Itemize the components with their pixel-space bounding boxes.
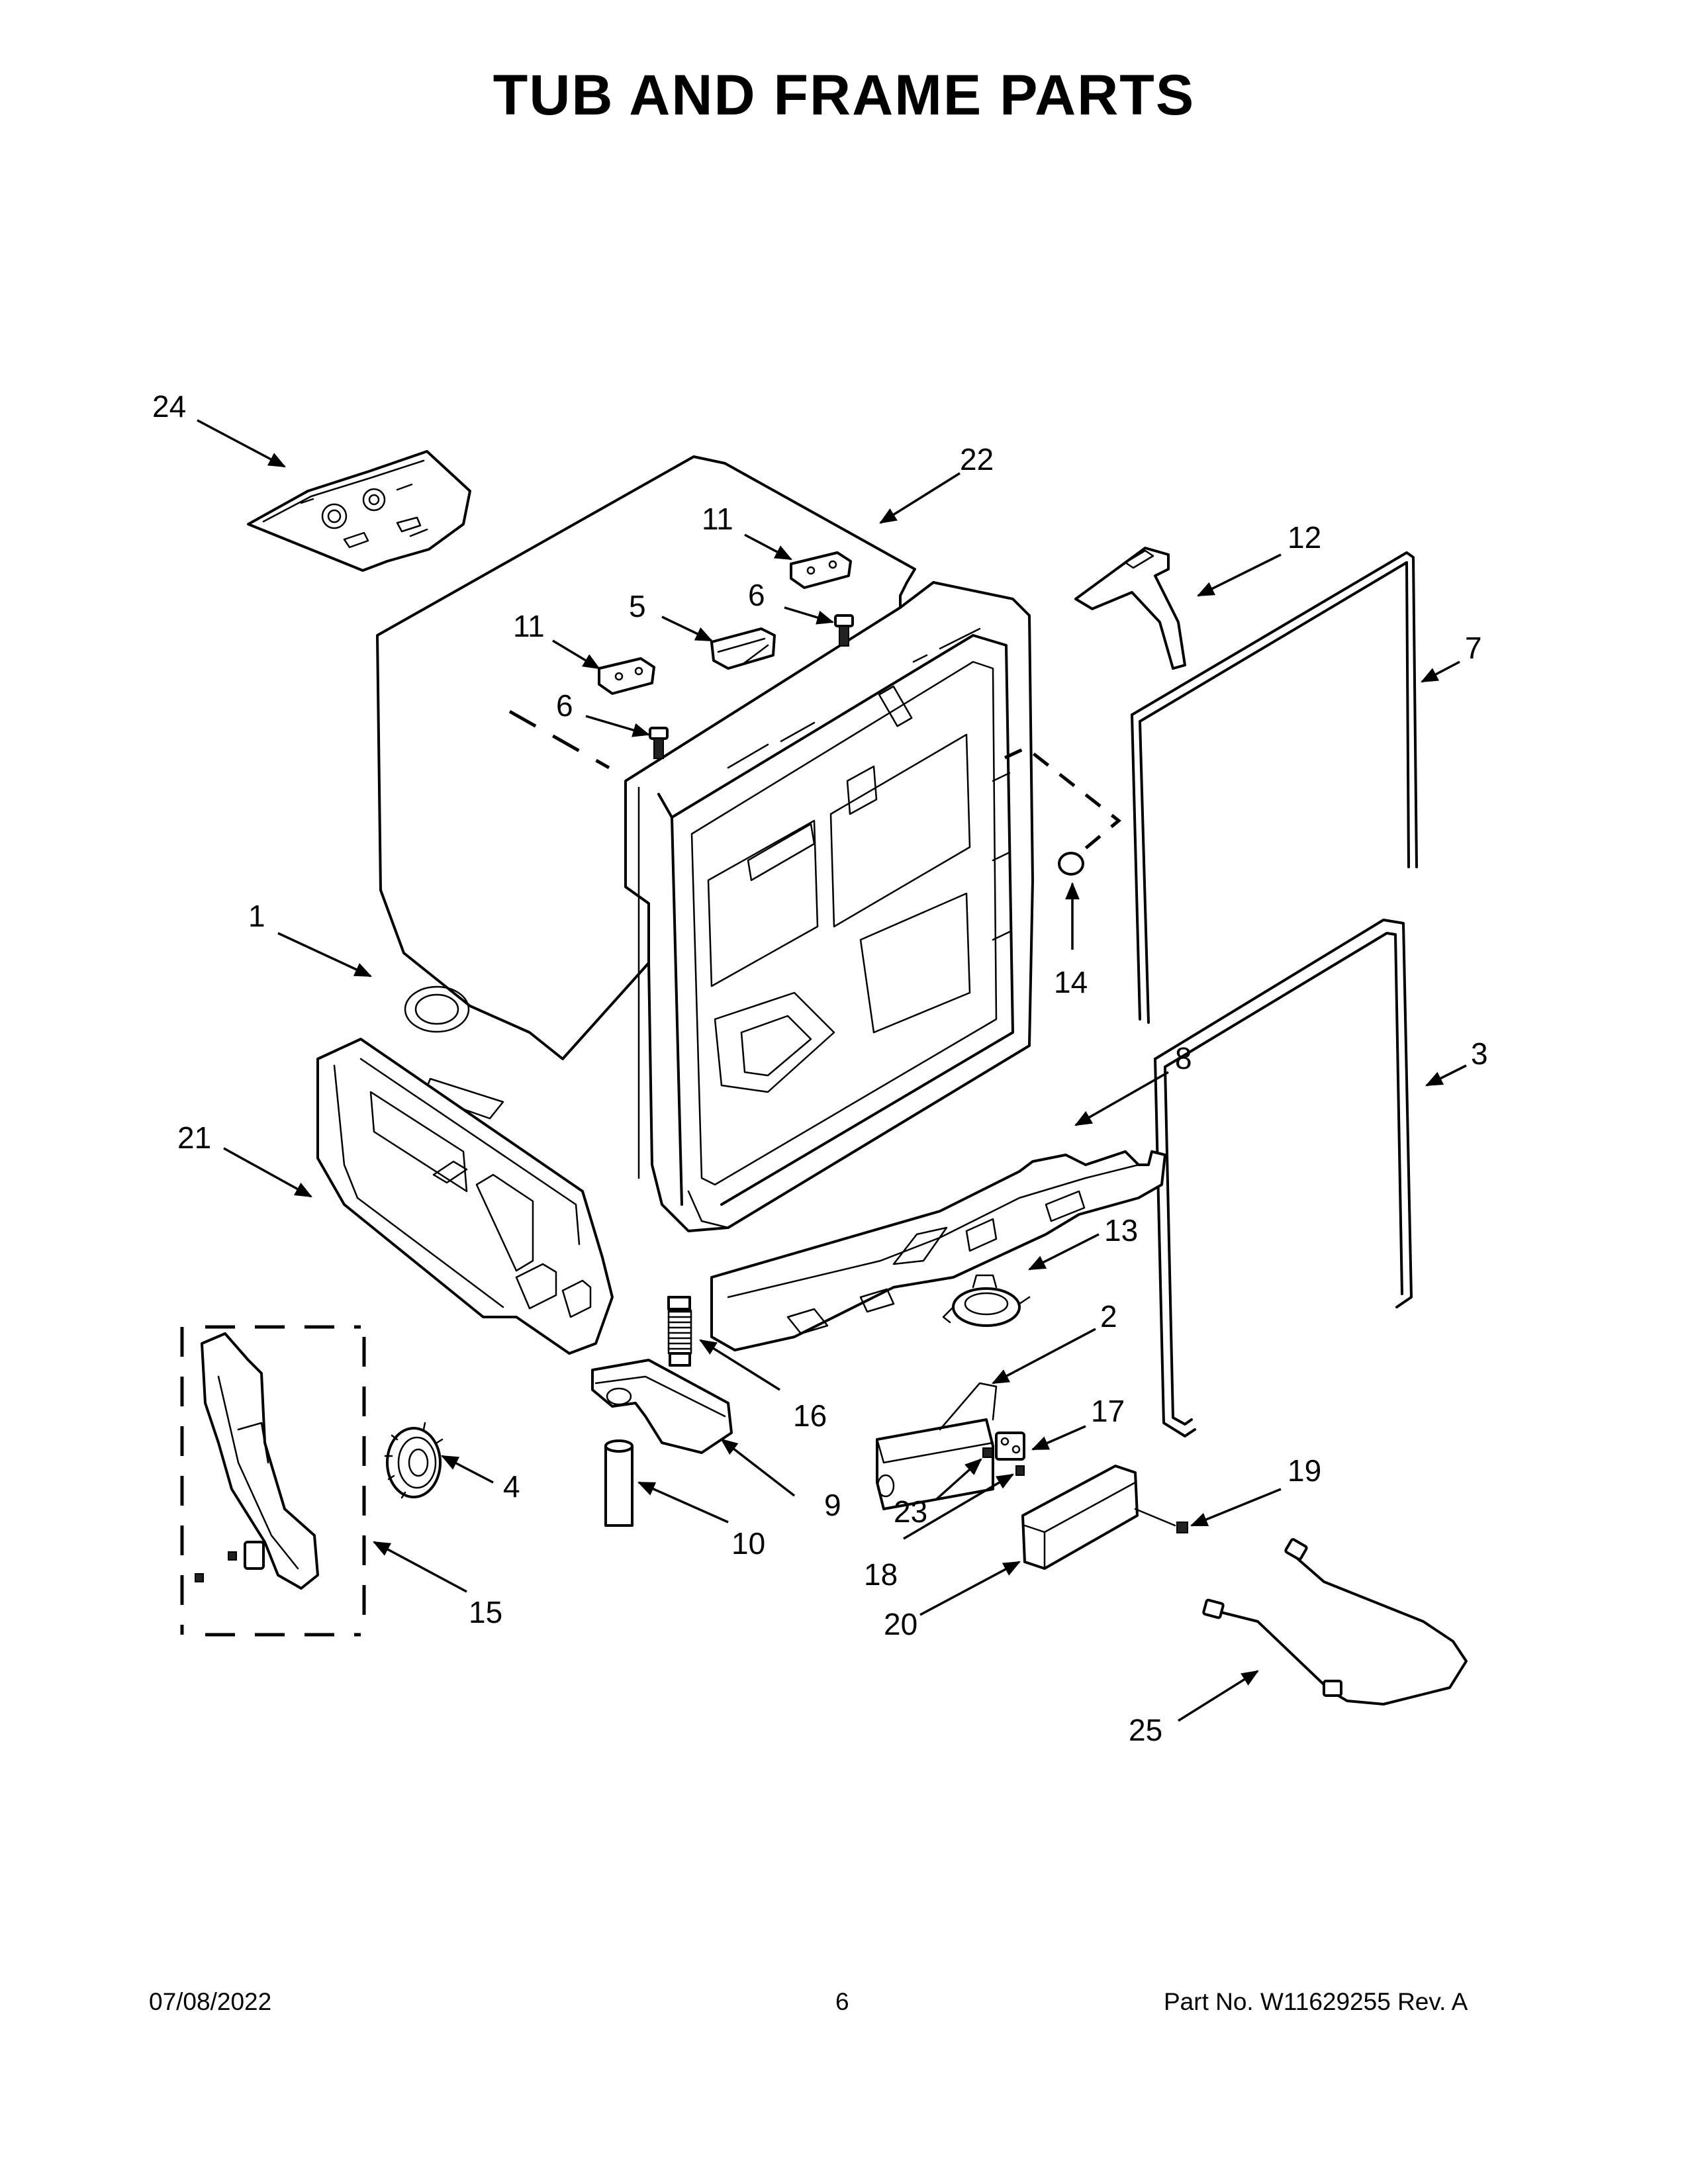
callout-15: 15 bbox=[469, 1595, 502, 1629]
part-4-wheel bbox=[384, 1422, 444, 1499]
callout-25: 25 bbox=[1129, 1713, 1162, 1747]
callout-8: 8 bbox=[1175, 1041, 1192, 1075]
leader-10 bbox=[637, 1481, 729, 1524]
leader-8 bbox=[1074, 1071, 1169, 1126]
leader-23 bbox=[935, 1458, 982, 1500]
leader-20 bbox=[919, 1561, 1021, 1616]
leader-25 bbox=[1178, 1670, 1259, 1722]
part-6-screw-upper bbox=[834, 614, 854, 647]
leader-4 bbox=[441, 1455, 494, 1484]
leader-2 bbox=[992, 1328, 1096, 1385]
leader-12 bbox=[1197, 553, 1282, 597]
part-7-door-gasket bbox=[1131, 551, 1418, 1024]
part-11-bracket-lower bbox=[598, 657, 655, 695]
part-16-leveling-leg bbox=[667, 1296, 692, 1367]
part-10-hose bbox=[604, 1439, 633, 1527]
leader-3 bbox=[1425, 1064, 1467, 1087]
callout-numbers: 1 2 3 4 5 6 6 7 8 9 10 11 11 12 13 14 15… bbox=[152, 389, 1488, 1747]
callout-10: 10 bbox=[731, 1526, 765, 1561]
leader-17 bbox=[1031, 1425, 1086, 1451]
part-5-hinge-bracket bbox=[710, 627, 776, 670]
callout-3: 3 bbox=[1471, 1036, 1488, 1071]
leader-11-lower bbox=[552, 639, 600, 670]
page-title: TUB AND FRAME PARTS bbox=[492, 64, 1196, 127]
callout-11a: 11 bbox=[702, 502, 733, 536]
part-8-base-frame bbox=[710, 1150, 1166, 1351]
callout-2: 2 bbox=[1100, 1299, 1117, 1334]
leader-7 bbox=[1421, 660, 1460, 683]
footer-date: 07/08/2022 bbox=[149, 1988, 272, 2015]
leader-9 bbox=[720, 1438, 796, 1497]
leader-11-upper bbox=[744, 533, 792, 561]
callout-19: 19 bbox=[1288, 1453, 1321, 1488]
callout-18: 18 bbox=[864, 1557, 898, 1592]
part-19-screw bbox=[1134, 1508, 1188, 1533]
part-22-tub bbox=[624, 581, 1034, 1232]
callout-12: 12 bbox=[1288, 520, 1321, 555]
leader-15 bbox=[373, 1541, 467, 1593]
part-24-hardware-bag bbox=[247, 450, 471, 572]
callout-7: 7 bbox=[1465, 631, 1482, 665]
leader-5 bbox=[661, 615, 713, 642]
callout-17: 17 bbox=[1091, 1394, 1125, 1428]
leader-6-upper bbox=[784, 606, 835, 625]
part-21-front-frame bbox=[316, 1038, 614, 1355]
leader-21 bbox=[223, 1147, 312, 1198]
leader-18 bbox=[903, 1473, 1014, 1540]
callout-1: 1 bbox=[248, 899, 265, 933]
leader-6-lower bbox=[585, 715, 651, 737]
leader-24 bbox=[197, 419, 286, 468]
callout-21: 21 bbox=[177, 1120, 211, 1155]
callout-5: 5 bbox=[629, 589, 646, 623]
leader-22 bbox=[879, 472, 961, 524]
callout-24: 24 bbox=[152, 389, 186, 424]
callout-13: 13 bbox=[1104, 1213, 1138, 1248]
part-14-plug bbox=[1004, 746, 1121, 876]
leader-13 bbox=[1028, 1233, 1100, 1271]
part-17-switch bbox=[995, 1432, 1025, 1461]
footer-page-number: 6 bbox=[835, 1988, 849, 2015]
callout-23: 23 bbox=[894, 1494, 927, 1529]
part-3-lower-gasket bbox=[1154, 919, 1413, 1437]
leader-16 bbox=[699, 1339, 780, 1391]
callout-14: 14 bbox=[1054, 965, 1088, 999]
callout-16: 16 bbox=[793, 1398, 827, 1433]
part-2-bracket-housing bbox=[876, 1382, 998, 1510]
callout-4: 4 bbox=[503, 1469, 520, 1504]
footer-part-number: Part No. W11629255 Rev. A bbox=[1164, 1988, 1468, 2015]
part-13-mounting-ring bbox=[942, 1274, 1031, 1327]
part-25-wire-harness bbox=[1202, 1538, 1468, 1706]
callout-22: 22 bbox=[960, 442, 994, 477]
callout-6a: 6 bbox=[748, 578, 765, 612]
part-18-screw bbox=[1015, 1465, 1025, 1476]
callout-20: 20 bbox=[884, 1607, 917, 1641]
callout-6b: 6 bbox=[556, 688, 573, 723]
callout-9: 9 bbox=[824, 1488, 841, 1522]
leader-1 bbox=[277, 932, 372, 978]
part-12-vent-arm bbox=[1074, 547, 1186, 670]
part-9-drain-bracket bbox=[591, 1359, 733, 1454]
leader-19 bbox=[1190, 1488, 1282, 1527]
part-23-screw bbox=[982, 1447, 993, 1458]
part-15-switch-assembly bbox=[180, 1325, 366, 1637]
part-11-bracket-upper bbox=[790, 551, 852, 589]
leader-arrows bbox=[197, 419, 1467, 1722]
part-20-cover bbox=[1021, 1465, 1139, 1570]
callout-11b: 11 bbox=[513, 609, 545, 643]
